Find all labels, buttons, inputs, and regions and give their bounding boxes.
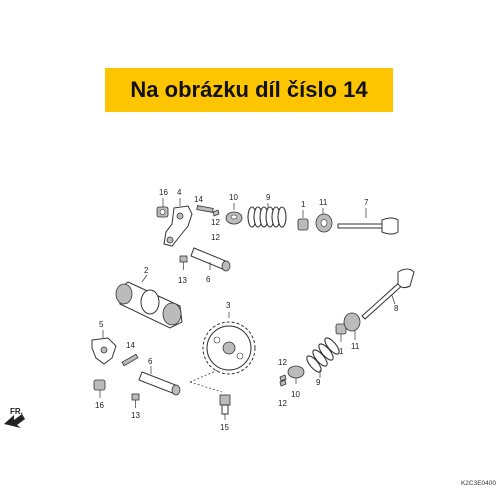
callout-16-top: 16 [159, 188, 168, 197]
part-6-rocker-shaft-lower[interactable] [138, 366, 181, 396]
part-4-rocker-arm[interactable] [163, 198, 193, 247]
part-8-valve[interactable] [361, 268, 415, 320]
part-5-rocker-arm[interactable] [91, 330, 117, 365]
part-11-spring-seat-lower[interactable] [343, 312, 361, 340]
part-2-camshaft[interactable] [115, 274, 183, 329]
part-13-bolt-lower[interactable] [131, 393, 140, 408]
part-14-pin[interactable] [196, 205, 214, 213]
callout-11-top: 11 [319, 198, 328, 207]
callout-6-top: 6 [206, 275, 211, 284]
callout-3: 3 [226, 301, 231, 310]
callout-15: 15 [220, 423, 229, 432]
callout-7: 7 [364, 198, 369, 207]
part-11-spring-seat[interactable] [315, 208, 333, 233]
callout-16-lower: 16 [95, 401, 104, 410]
part-9-valve-spring-lower[interactable] [305, 336, 342, 378]
part-10-retainer-lower[interactable] [287, 365, 305, 384]
callout-11-lower: 11 [351, 342, 360, 351]
front-direction-arrow [4, 414, 25, 428]
callout-10-lower: 10 [291, 390, 300, 399]
part-15-sprocket-bolt[interactable] [189, 369, 231, 420]
part-1-valve-seal[interactable] [297, 210, 309, 231]
diagram-code: K2C3E0400 [460, 480, 496, 487]
callout-10-top: 10 [229, 193, 238, 202]
callout-12-top-b: 12 [211, 233, 220, 242]
callout-9-lower: 9 [316, 378, 321, 387]
part-7-valve[interactable] [337, 208, 399, 235]
part-16-nut-lower[interactable] [93, 379, 106, 398]
callout-6-lower: 6 [148, 357, 153, 366]
callout-12-lower: 12 [278, 358, 287, 367]
direction-label: FR. [10, 407, 23, 416]
callout-12-lower-b: 12 [278, 399, 287, 408]
part-14-pin-lower[interactable] [121, 353, 139, 367]
part-3-cam-sprocket[interactable] [202, 312, 256, 375]
callout-9-top: 9 [266, 193, 271, 202]
callout-1-lower: 1 [339, 347, 344, 356]
part-13-bolt[interactable] [179, 255, 188, 270]
callout-1-top: 1 [301, 200, 306, 209]
title-text: Na obrázku díl číslo 14 [130, 77, 368, 102]
callout-labels: 16 4 14 12 10 9 1 11 7 12 2 13 6 3 8 5 1… [10, 188, 399, 432]
callout-4: 4 [177, 188, 182, 197]
part-10-retainer[interactable] [225, 203, 243, 225]
part-6-rocker-shaft[interactable] [190, 247, 231, 272]
part-9-valve-spring[interactable] [247, 203, 287, 228]
part-12-keeper[interactable] [212, 209, 220, 217]
part-1-valve-seal-lower[interactable] [335, 323, 347, 342]
callout-12-top: 12 [211, 218, 220, 227]
callout-13-top: 13 [178, 276, 187, 285]
title-banner: Na obrázku díl číslo 14 [105, 68, 393, 112]
callout-2: 2 [144, 266, 149, 275]
callout-8: 8 [394, 304, 399, 313]
callout-13-lower: 13 [131, 411, 140, 420]
callout-14-top: 14 [194, 195, 203, 204]
callout-5: 5 [99, 320, 104, 329]
part-16-nut[interactable] [156, 198, 169, 218]
part-12-keeper-lower[interactable] [279, 374, 287, 387]
callout-14-lower: 14 [126, 341, 135, 350]
